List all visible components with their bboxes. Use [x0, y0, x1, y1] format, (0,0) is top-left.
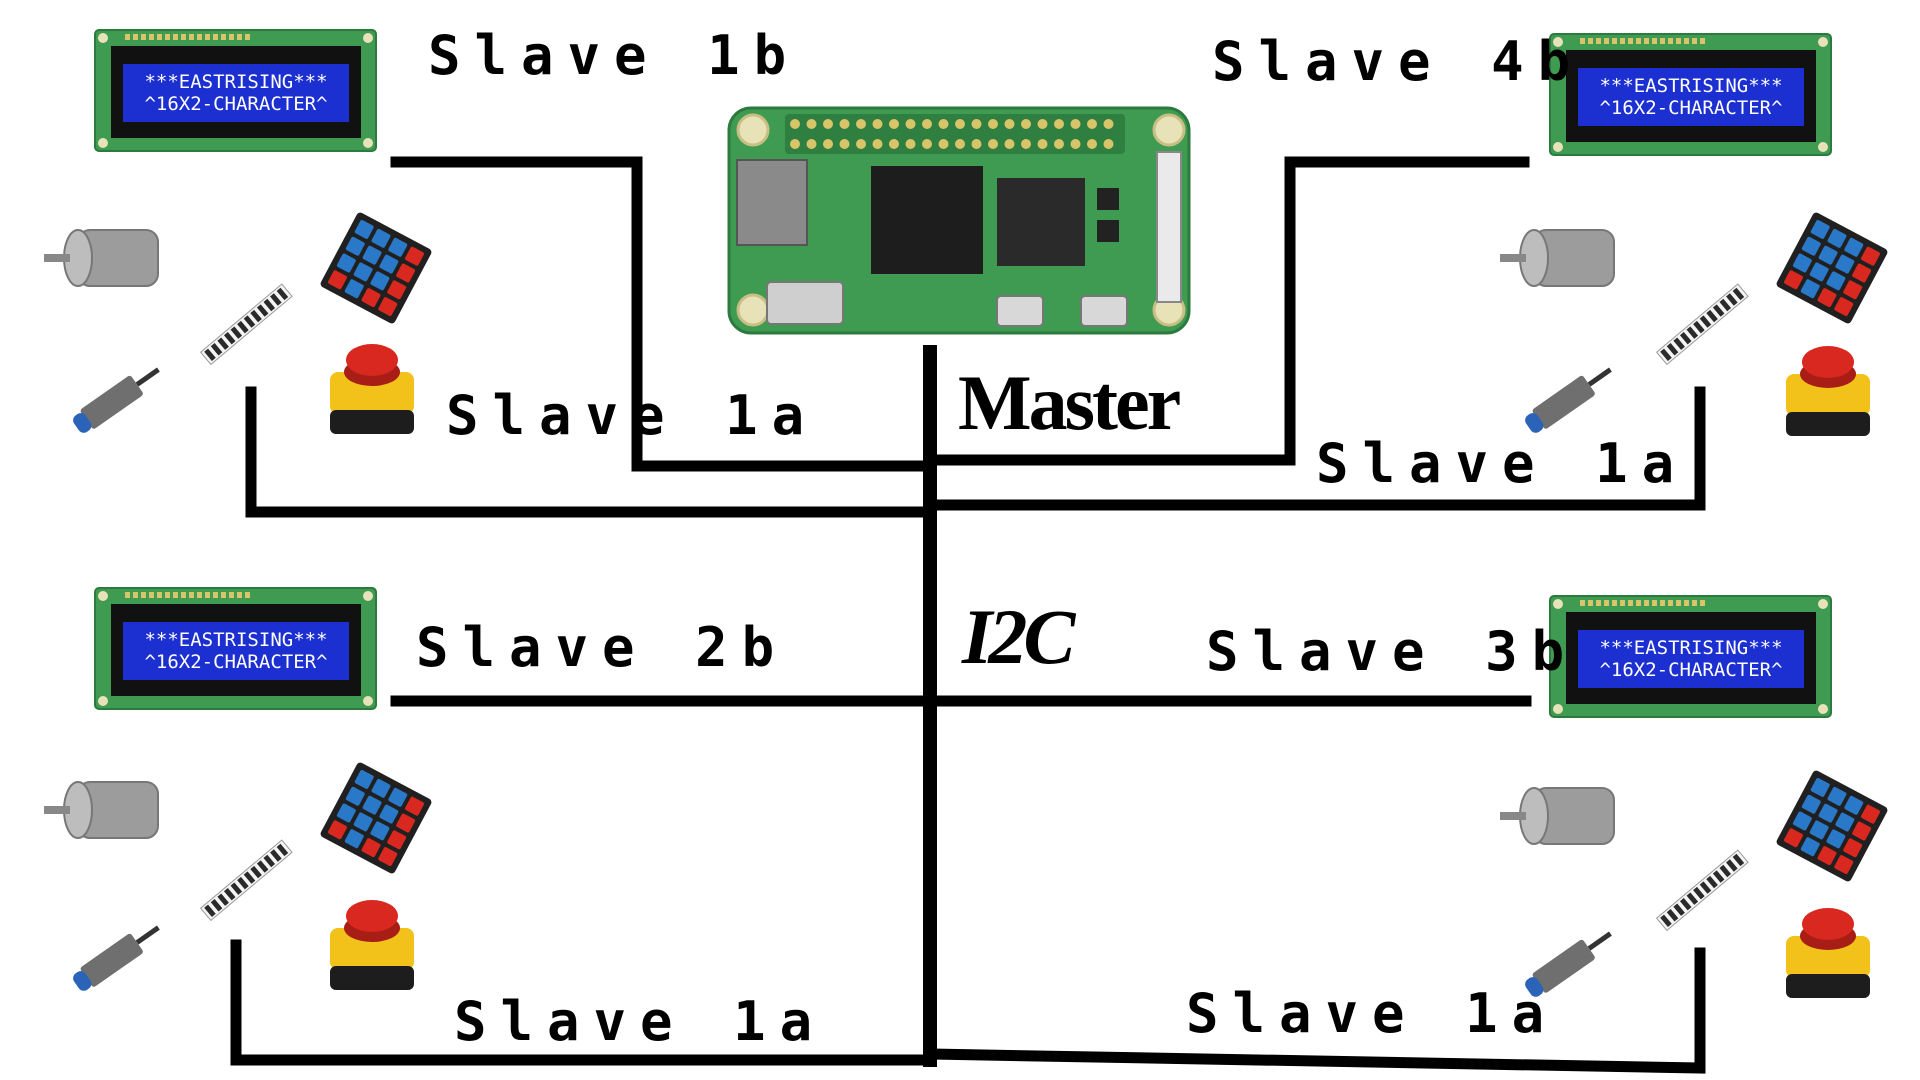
- lcd-line-2: ^16X2-CHARACTER^: [1599, 659, 1782, 681]
- lcd-16x2-display: ***EASTRISING***^16X2-CHARACTER^: [93, 586, 378, 711]
- lcd-line-1: ***EASTRISING***: [144, 71, 327, 93]
- gpio-pin: [1021, 119, 1031, 129]
- dc-gear-motor-icon: [40, 220, 170, 300]
- gpio-pin: [1005, 119, 1015, 129]
- gpio-pin: [807, 139, 817, 149]
- gpio-pin: [1087, 119, 1097, 129]
- pin-header-strip-icon: [192, 270, 302, 380]
- gpio-pin: [988, 119, 998, 129]
- lcd-line-1: ***EASTRISING***: [144, 629, 327, 651]
- pin-header-strip-icon: [1648, 836, 1758, 946]
- gpio-pin: [1054, 139, 1064, 149]
- emergency-stop-button-icon: [1778, 340, 1878, 440]
- keypad-4x4-icon: [1776, 770, 1888, 882]
- slave-label-1a-top-left: Slave 1a: [446, 384, 818, 447]
- power-port: [1081, 296, 1127, 326]
- raspberry-pi-zero-board: [725, 100, 1195, 345]
- gpio-pin: [889, 119, 899, 129]
- slave-label-1b: Slave 1b: [428, 24, 800, 87]
- gpio-pin: [790, 139, 800, 149]
- usb-port: [997, 296, 1043, 326]
- gpio-pin: [1005, 139, 1015, 149]
- dc-gear-motor-icon: [1496, 778, 1626, 858]
- camera-connector: [1157, 152, 1181, 302]
- ram-chip: [997, 178, 1085, 266]
- gpio-pin: [873, 119, 883, 129]
- master-label: Master: [958, 358, 1178, 448]
- proximity-sensor-icon: [60, 908, 170, 1008]
- gpio-pin: [955, 119, 965, 129]
- lcd-line-2: ^16X2-CHARACTER^: [1599, 97, 1782, 119]
- gpio-pin: [1071, 139, 1081, 149]
- gpio-pin: [972, 139, 982, 149]
- dc-gear-motor-icon: [40, 772, 170, 852]
- gpio-pin: [840, 139, 850, 149]
- i2c-bus-label: I2C: [962, 592, 1071, 682]
- proximity-sensor-icon: [60, 350, 170, 450]
- gpio-pin: [906, 139, 916, 149]
- lcd-line-2: ^16X2-CHARACTER^: [144, 93, 327, 115]
- gpio-pin: [790, 119, 800, 129]
- dc-gear-motor-icon: [1496, 220, 1626, 300]
- gpio-pin: [889, 139, 899, 149]
- lcd-16x2-display: ***EASTRISING***^16X2-CHARACTER^: [1548, 594, 1833, 719]
- gpio-pin: [955, 139, 965, 149]
- slave-label-3b: Slave 3b: [1206, 620, 1578, 683]
- emergency-stop-button-icon: [322, 894, 422, 994]
- slave-label-1a-bottom-right: Slave 1a: [1186, 982, 1558, 1045]
- slave-label-1a-bottom-left: Slave 1a: [454, 990, 826, 1053]
- keypad-4x4-icon: [320, 762, 432, 874]
- lcd-line-2: ^16X2-CHARACTER^: [144, 651, 327, 673]
- gpio-pin: [840, 119, 850, 129]
- gpio-pin: [972, 119, 982, 129]
- mini-hdmi-port: [767, 282, 843, 324]
- keypad-4x4-icon: [320, 212, 432, 324]
- lcd-16x2-display: ***EASTRISING***^16X2-CHARACTER^: [1548, 32, 1833, 157]
- gpio-pin: [807, 119, 817, 129]
- gpio-pin: [1104, 139, 1114, 149]
- pin-header-strip-icon: [1648, 270, 1758, 380]
- gpio-pin: [939, 139, 949, 149]
- gpio-pin: [823, 119, 833, 129]
- gpio-pin: [922, 119, 932, 129]
- pin-header-strip-icon: [192, 826, 302, 936]
- gpio-pin: [988, 139, 998, 149]
- gpio-pin: [1071, 119, 1081, 129]
- gpio-pin: [939, 119, 949, 129]
- gpio-pin: [856, 139, 866, 149]
- gpio-pin: [1021, 139, 1031, 149]
- slave-label-1a-top-right: Slave 1a: [1316, 432, 1688, 495]
- gpio-pin: [922, 139, 932, 149]
- gpio-pin: [906, 119, 916, 129]
- lcd-line-1: ***EASTRISING***: [1599, 637, 1782, 659]
- lcd-line-1: ***EASTRISING***: [1599, 75, 1782, 97]
- gpio-pin: [856, 119, 866, 129]
- gpio-pin: [873, 139, 883, 149]
- slave-label-2b: Slave 2b: [416, 616, 788, 679]
- lcd-16x2-display: ***EASTRISING***^16X2-CHARACTER^: [93, 28, 378, 153]
- gpio-pin: [1038, 119, 1048, 129]
- slave-label-4b: Slave 4b: [1212, 30, 1584, 93]
- gpio-pin: [823, 139, 833, 149]
- emergency-stop-button-icon: [322, 338, 422, 438]
- gpio-pin: [1104, 119, 1114, 129]
- gpio-pin: [1038, 139, 1048, 149]
- soc-chip: [871, 166, 983, 274]
- gpio-pin: [1054, 119, 1064, 129]
- sd-card-slot: [737, 160, 807, 245]
- keypad-4x4-icon: [1776, 212, 1888, 324]
- emergency-stop-button-icon: [1778, 902, 1878, 1002]
- gpio-pin: [1087, 139, 1097, 149]
